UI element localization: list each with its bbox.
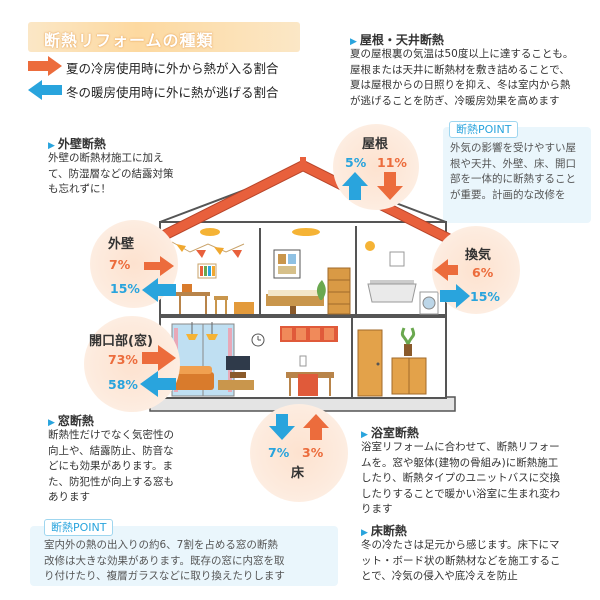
legend-summer: 夏の冷房使用時に外から熱が入る割合 [66, 61, 279, 76]
title-band [28, 22, 300, 52]
roof-circle [333, 124, 419, 210]
roof-section-text: 夏の屋根裏の気温は50度以上に達することも。屋根または天井に断熱材を敷き詰めるこ… [350, 48, 574, 107]
page-title: 断熱リフォームの種類 [44, 31, 214, 50]
summer-arrow-icon [28, 56, 62, 76]
wall-section-heading: ▶外壁断熱 [48, 137, 106, 151]
wall-winter-pct: 15% [110, 281, 140, 296]
window-section-text: 断熱性だけでなく気密性の向上や、結露防止、防音な どにも効果があります。また、防… [48, 429, 174, 503]
roof-winter-pct: 5% [345, 155, 367, 170]
wall-summer-pct: 7% [109, 257, 131, 272]
floor-summer-pct: 3% [302, 445, 324, 460]
floor-label: 床 [291, 466, 305, 481]
point-tag-top: 断熱POINT [449, 121, 519, 138]
vent-summer-pct: 6% [472, 265, 494, 280]
point-box-top [443, 127, 591, 223]
floor-section-heading: ▶床断熱 [361, 524, 407, 538]
vent-summer-arrow-icon [434, 259, 458, 281]
window-winter-arrow-icon [140, 371, 176, 397]
window-summer-pct: 73% [108, 352, 138, 367]
vent-winter-arrow-icon [440, 284, 470, 308]
roof-summer-arrow-icon [377, 172, 403, 200]
point-tag-bottom: 断熱POINT [44, 519, 114, 536]
winter-arrow-icon [28, 80, 62, 100]
window-winter-pct: 58% [108, 377, 138, 392]
point-text-bottom: 室内外の熱の出入りの約6、7割を占める窓の断熱改修は大きな効果があります。既存の… [44, 539, 285, 582]
roof-label: 屋根 [362, 137, 389, 152]
wall-label: 外壁 [108, 237, 135, 252]
point-text-top: 外気の影響を受けやすい屋根や天井、外壁、床、開口 部を一体的に断熱することが重要… [450, 142, 576, 201]
point-box-bottom [30, 526, 338, 586]
wall-summer-arrow-icon [144, 256, 174, 276]
window-section-heading: ▶窓断熱 [48, 414, 94, 428]
roof-summer-pct: 11% [377, 155, 407, 170]
window-label: 開口部(窓) [89, 334, 153, 349]
floor-section-text: 冬の冷たさは足元から感じます。床下にマット・ボード状の断熱材などを施工するこ と… [361, 539, 561, 582]
roof-winter-arrow-icon [342, 172, 368, 200]
vent-label: 換気 [465, 248, 492, 263]
floor-circle [250, 404, 348, 502]
legend-winter: 冬の暖房使用時に外に熱が逃げる割合 [66, 85, 279, 100]
bath-section-heading: ▶浴室断熱 [361, 426, 419, 440]
floor-summer-arrow-icon [303, 414, 329, 440]
wall-winter-arrow-icon [142, 278, 176, 302]
floor-winter-arrow-icon [269, 414, 295, 440]
bath-section-text: 浴室リフォームに合わせて、断熱リフォームを。窓や躯体(建物の骨組み)に断熱施工 … [361, 441, 561, 515]
wall-section-text: 外壁の断熱材施工に加えて、防湿層などの結露対策 も忘れずに！ [48, 152, 174, 195]
floor-winter-pct: 7% [268, 445, 290, 460]
window-summer-arrow-icon [142, 345, 176, 371]
vent-winter-pct: 15% [470, 289, 500, 304]
roof-section-heading: ▶屋根・天井断熱 [350, 33, 444, 47]
